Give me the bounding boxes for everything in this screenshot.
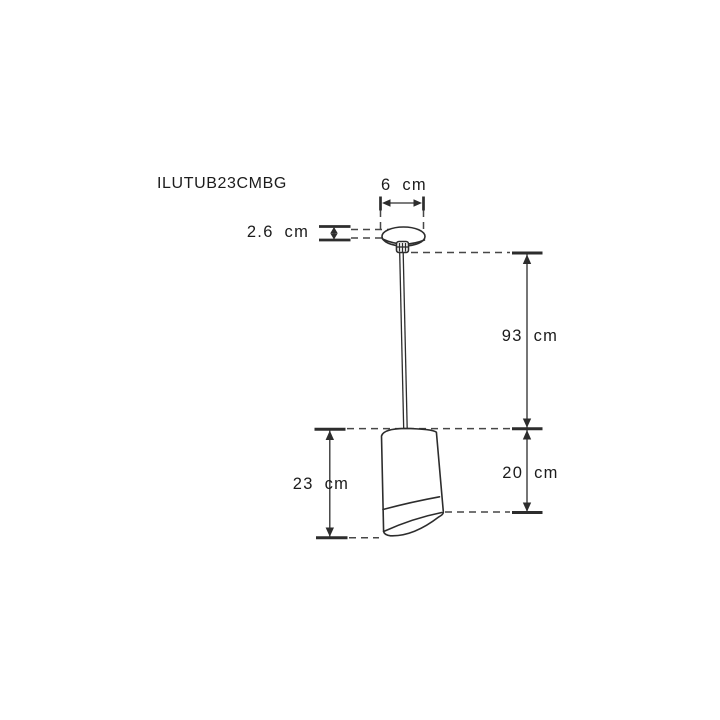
shade-outline [380,427,445,537]
dim-shade-body-height [512,430,543,514]
shade-band-line [382,496,441,511]
dim-26-down-arrow [330,233,338,240]
dim-canopy-height [319,225,351,242]
dim-6cm-left-arrow [382,199,391,207]
dim-23-down-arrow [325,527,334,537]
dashed-guides [347,210,511,539]
shade-drawing [380,427,445,537]
dim-20-down-arrow [522,502,532,512]
canopy-drawing [381,226,426,254]
cord-drawing [399,252,408,430]
canopy-diameter-label: 6 cm [381,175,427,194]
shade-body-height-label: 20 cm [502,463,559,482]
dim-shade-total-height [314,427,348,540]
product-code-label: ILUTUB23CMBG [157,175,287,192]
dim-26-up-arrow [330,227,338,234]
cord-left-line [399,252,405,430]
canopy-height-label: 2.6 cm [246,222,310,241]
dim-93-down-arrow [522,418,532,428]
dim-canopy-diameter [379,196,425,211]
dim-6cm-right-arrow [413,199,422,207]
dim-23-up-arrow [325,430,334,440]
dim-93-up-arrow [522,254,532,264]
shade-bottom-rim-far-edge [382,511,443,533]
cord-drop-label: 93 cm [501,326,559,345]
shade-total-height-label: 23 cm [292,474,350,493]
cord-right-line [402,252,408,430]
cord-grip-knob [395,240,410,254]
dim-cord-drop [512,251,543,431]
dim-20-up-arrow [522,430,532,440]
